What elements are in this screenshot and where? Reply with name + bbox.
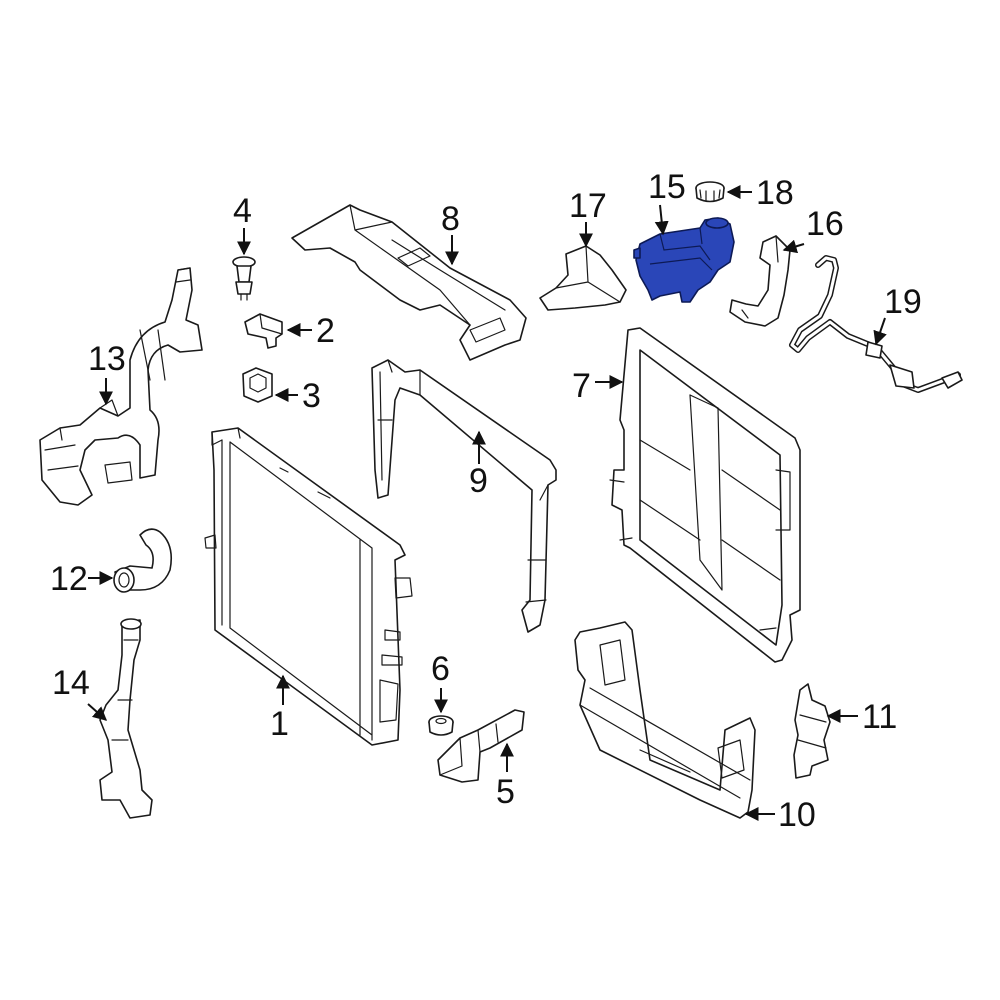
callout-6: 6 bbox=[431, 650, 450, 688]
bracket-part-5[interactable] bbox=[437, 709, 525, 783]
callout-15: 15 bbox=[648, 168, 686, 206]
callout-16: 16 bbox=[806, 205, 844, 243]
coolant-line-part-19[interactable] bbox=[789, 255, 963, 393]
upper-shroud-part-8[interactable] bbox=[291, 204, 527, 361]
radiator[interactable] bbox=[204, 427, 413, 746]
leader-15 bbox=[654, 204, 669, 236]
callout-7: 7 bbox=[572, 367, 591, 405]
coolant-hose-part-13[interactable] bbox=[39, 267, 203, 506]
hose-connector-part-12[interactable] bbox=[113, 528, 173, 593]
fan-shroud-part-7[interactable] bbox=[609, 327, 801, 663]
callout-17: 17 bbox=[569, 187, 607, 225]
callout-18: 18 bbox=[756, 174, 794, 212]
sensor-bracket-part-16[interactable] bbox=[729, 235, 791, 327]
callout-1: 1 bbox=[270, 705, 289, 743]
cap-part-18[interactable] bbox=[695, 181, 725, 203]
callout-2: 2 bbox=[316, 312, 335, 350]
callout-5: 5 bbox=[496, 773, 515, 811]
expansion-tank-part-15[interactable] bbox=[633, 217, 735, 303]
leader-16 bbox=[782, 239, 805, 254]
callout-19: 19 bbox=[884, 283, 922, 321]
callout-12: 12 bbox=[50, 560, 88, 598]
callout-11: 11 bbox=[862, 698, 897, 736]
leader-19 bbox=[873, 317, 887, 346]
seal-frame-part-9[interactable] bbox=[371, 359, 557, 633]
side-air-guide-part-11[interactable] bbox=[793, 683, 831, 779]
callout-8: 8 bbox=[441, 200, 460, 238]
callout-13: 13 bbox=[88, 340, 126, 378]
push-pin-part-4[interactable] bbox=[232, 256, 256, 301]
isolator-part-6[interactable] bbox=[428, 715, 454, 736]
leader-14 bbox=[87, 703, 108, 721]
callout-14: 14 bbox=[52, 664, 90, 702]
grommet-part-3[interactable] bbox=[242, 367, 273, 403]
callout-4: 4 bbox=[233, 192, 252, 230]
air-guide-part-10[interactable] bbox=[574, 621, 756, 819]
callout-3: 3 bbox=[302, 377, 321, 415]
support-bracket-part-17[interactable] bbox=[539, 245, 627, 311]
bracket-part-2[interactable] bbox=[244, 313, 283, 349]
lower-hose-part-14[interactable] bbox=[99, 618, 153, 819]
callout-10: 10 bbox=[778, 796, 816, 834]
callout-9: 9 bbox=[469, 462, 488, 500]
